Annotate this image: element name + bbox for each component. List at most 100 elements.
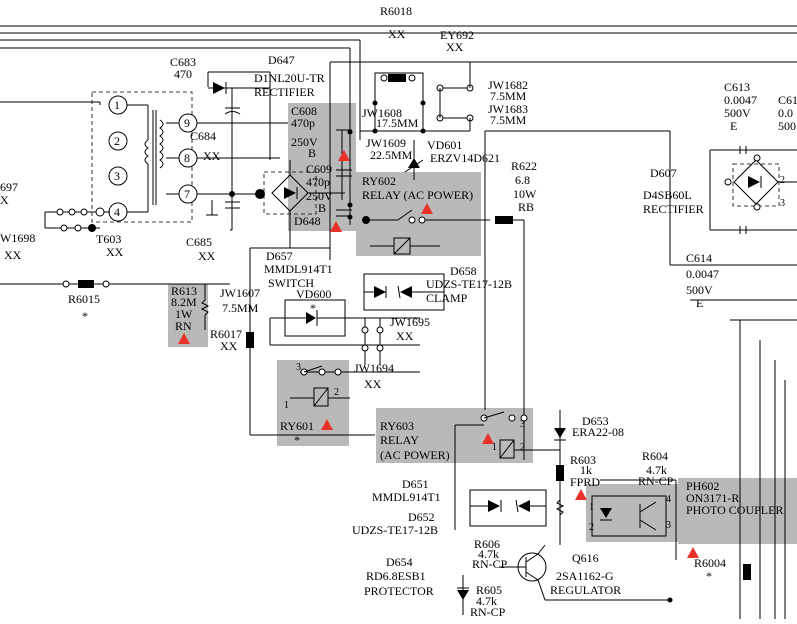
pin-label: 3 bbox=[780, 198, 785, 209]
pin-label: 2 bbox=[114, 134, 120, 148]
warning-icon bbox=[178, 333, 190, 344]
label-jw1609: JW1609 bbox=[366, 136, 406, 150]
label-r604-v1: 4.7k bbox=[646, 463, 667, 477]
label-d652: D652 bbox=[408, 510, 435, 524]
label-c609: C609 bbox=[306, 162, 332, 176]
label-c61x-v1: 0.0 bbox=[778, 106, 793, 120]
warning-icon bbox=[421, 203, 433, 214]
label-r6015-value: * bbox=[82, 309, 88, 323]
warning-icon bbox=[687, 547, 699, 558]
label-c685: C685 bbox=[186, 235, 212, 249]
warning-icon bbox=[338, 150, 350, 161]
label-jw1683-value: 7.5MM bbox=[490, 113, 527, 127]
label-c608: C608 bbox=[291, 104, 317, 118]
label-r6004: R6004 bbox=[694, 556, 726, 570]
rectifier-d647 bbox=[206, 82, 270, 230]
label-r603-v2: FPRD bbox=[570, 475, 600, 489]
label-697-value: X bbox=[0, 193, 9, 207]
label-rd68: RD6.8ESB1 bbox=[366, 569, 426, 583]
bridge-rectifier-left bbox=[250, 160, 345, 249]
diode-d653-r603 bbox=[554, 410, 566, 545]
label-ry602: RY602 bbox=[362, 174, 396, 188]
resistor-r6017 bbox=[246, 310, 254, 365]
label-r6017: R6017 bbox=[210, 327, 242, 341]
label-jw1695: JW1695 bbox=[390, 315, 430, 329]
label-r603: R603 bbox=[570, 453, 596, 467]
label-d651: D651 bbox=[402, 477, 429, 491]
label-r613: R613 bbox=[171, 284, 197, 298]
pin-numbers: 1 2 3 4 9 8 7 1 2 3 4 3 1 2 3 1 2 2 3 bbox=[114, 98, 785, 533]
label-mmdl2: MMDL914T1 bbox=[372, 490, 441, 504]
jumpers-jw1608 bbox=[360, 62, 474, 134]
label-r604: R604 bbox=[642, 449, 668, 463]
diode-d654 bbox=[457, 575, 469, 615]
label-udzs1: UDZS-TE17-12B bbox=[426, 277, 512, 291]
label-r6018: R6018 bbox=[380, 4, 412, 18]
label-c608-v1: 470p bbox=[291, 116, 315, 130]
label-d653: D653 bbox=[582, 414, 609, 428]
pin-label: 1 bbox=[284, 400, 289, 411]
warning-icon bbox=[321, 419, 333, 430]
label-erzv: ERZV14D621 bbox=[430, 151, 500, 165]
warning-icons bbox=[178, 150, 699, 558]
pin-label: 1 bbox=[492, 442, 497, 453]
label-clamp: CLAMP bbox=[426, 291, 468, 305]
label-d657: D657 bbox=[266, 249, 293, 263]
label-q616: Q616 bbox=[572, 551, 599, 565]
pin-label: 1 bbox=[589, 502, 594, 513]
label-c609-v3: B bbox=[318, 201, 326, 215]
label-jw1682-value: 7.5MM bbox=[490, 89, 527, 103]
label-t603-value: XX bbox=[106, 245, 124, 259]
label-udzs2: UDZS-TE17-12B bbox=[352, 523, 438, 537]
pin-label: 2 bbox=[780, 175, 785, 186]
pin-label: 3 bbox=[666, 520, 671, 531]
label-ry602-value: RELAY (AC POWER) bbox=[362, 188, 473, 202]
label-r622-v3: RB bbox=[518, 200, 534, 214]
label-697: 697 bbox=[0, 180, 18, 194]
label-c609-v1: 470p bbox=[306, 175, 330, 189]
transistor-q616 bbox=[500, 544, 673, 603]
label-ry601: RY601 bbox=[280, 419, 314, 433]
label-protector: PROTECTOR bbox=[364, 584, 434, 598]
label-c614-v3: E bbox=[696, 296, 703, 310]
label-photo-coupler: PHOTO COUPLER bbox=[686, 503, 783, 517]
label-jw1608-value: 17.5MM bbox=[376, 116, 419, 130]
label-c613-v2: 500V bbox=[724, 106, 751, 120]
right-side-wires bbox=[690, 299, 797, 619]
label-c609-v2: 250V bbox=[306, 189, 333, 203]
label-jw1607-value: 7.5MM bbox=[222, 301, 259, 315]
pin-label: 2 bbox=[520, 442, 525, 453]
pin-label: 2 bbox=[589, 522, 594, 533]
warning-icon bbox=[482, 433, 494, 444]
label-ry603-v2: (AC POWER) bbox=[380, 448, 450, 462]
pin-label: 4 bbox=[666, 494, 671, 505]
label-r613-v2: 1W bbox=[175, 307, 193, 321]
relay-ry602 bbox=[362, 209, 524, 255]
pin-label: 4 bbox=[114, 205, 120, 219]
label-r613-v1: 8.2M bbox=[171, 295, 197, 309]
label-vd600-value: * bbox=[310, 301, 316, 315]
label-r6015: R6015 bbox=[68, 292, 100, 306]
varistor-vd601 bbox=[404, 140, 424, 180]
label-c608-v2: 250V bbox=[291, 135, 318, 149]
label-r622-v2: 10W bbox=[513, 187, 537, 201]
diodes-d651-d652 bbox=[469, 489, 547, 527]
label-c684: C684 bbox=[190, 129, 216, 143]
label-r604-v2: RN-CP bbox=[638, 474, 674, 488]
label-r606-v2: RN-CP bbox=[472, 557, 508, 571]
label-c61x: C61 bbox=[778, 93, 797, 107]
warning-icon bbox=[330, 221, 342, 232]
label-c684-value: XX bbox=[203, 149, 221, 163]
pin-label: 1 bbox=[114, 98, 120, 112]
label-jw1695-value: XX bbox=[396, 329, 414, 343]
label-jw1683: JW1683 bbox=[488, 102, 528, 116]
component-labels: R6018 XX EY692 XX D647 C683 470 D1NL20U-… bbox=[0, 4, 797, 619]
label-r605: R605 bbox=[476, 583, 502, 597]
clamp-d658 bbox=[363, 273, 445, 311]
label-w1698-value: XX bbox=[4, 248, 22, 262]
label-ry603: RY603 bbox=[380, 419, 414, 433]
label-c683: C683 bbox=[170, 55, 196, 69]
label-jw1694-value: XX bbox=[364, 377, 382, 391]
